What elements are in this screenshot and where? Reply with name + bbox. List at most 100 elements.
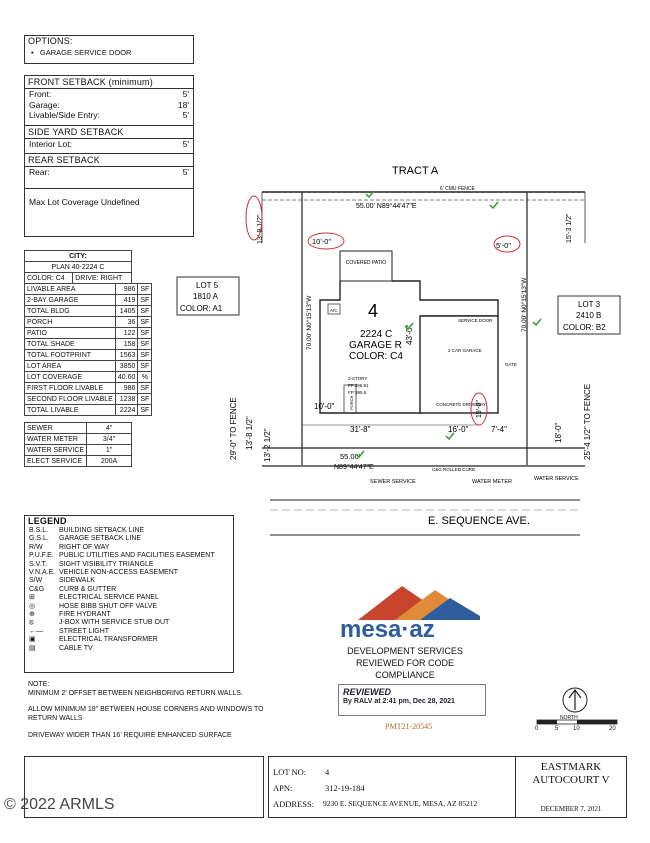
front-setback-rows: Front:5'Garage:18'Livable/Side Entry:5' [25, 89, 193, 121]
legend-key: ←— [29, 627, 43, 635]
north-label: NORTH [560, 715, 578, 721]
legend-row: S.V.T.SIGHT VISIBILITY TRIANGLE [25, 561, 233, 569]
title-block-left [24, 756, 264, 818]
garage-label: GARAGE R [349, 340, 402, 351]
legend-row: ⊕FIRE HYDRANT [25, 611, 233, 619]
dim-10-bottom: 10'-0" [314, 402, 335, 411]
lot3-line3: COLOR: B2 [563, 323, 606, 332]
notes-title: NOTE: [28, 681, 50, 688]
legend-row: B.S.L.BUILDING SETBACK LINE [25, 527, 233, 535]
legend-row: ⦻J-BOX WITH SERVICE STUB OUT [25, 619, 233, 627]
water-service-label: WATER SERVICE [534, 476, 579, 482]
legend-value: PUBLIC UTILITIES AND FACILITIES EASEMENT [59, 552, 215, 560]
ff-label-2: FP:395.6 [348, 390, 367, 395]
scale-5: 5 [555, 726, 559, 732]
stats-unit: SF [137, 382, 153, 394]
legend-key: P.U.F.E. [29, 552, 54, 560]
front-setback-value: 5' [182, 110, 189, 120]
service-door-label: SERVICE DOOR [458, 318, 493, 323]
water-meter-label: WATER METER [472, 479, 512, 485]
legend-key: C&G [29, 585, 45, 593]
front-setback-value: 18' [177, 99, 189, 110]
legend-key: ▤ [29, 644, 36, 652]
legend-value: BUILDING SETBACK LINE [59, 527, 145, 534]
front-setback-row: Front:5' [25, 89, 193, 100]
mesa-logo-text: mesa·az [340, 616, 435, 643]
lot5-line1: LOT 5 [196, 281, 219, 290]
legend-row: ⊞ELECTRICAL SERVICE PANEL [25, 594, 233, 602]
scale-20: 20 [609, 726, 616, 732]
title-block-info: LOT NO: 4 APN: 312-19-184 ADDRESS: 9230 … [268, 756, 517, 818]
legend-value: ELECTRICAL SERVICE PANEL [59, 594, 159, 602]
lot4-color: COLOR: C4 [349, 351, 403, 362]
stamp-line-2: REVIEWED FOR CODE [355, 658, 454, 668]
ff-label-1: FF:396.81 [348, 383, 369, 388]
reviewed-box: REVIEWED By RALV at 2:41 pm, Dec 28, 202… [338, 684, 486, 716]
legend-title: LEGEND [28, 516, 67, 526]
legend-value: RIGHT OF WAY [59, 543, 110, 551]
address-label: ADDRESS: [273, 799, 315, 809]
side-setback-value: 5' [182, 138, 189, 149]
legend-value: CURB & GUTTER [59, 585, 117, 593]
stats-unit: SF [137, 305, 153, 317]
dim-13-2: 13'-2 1/2" [263, 428, 272, 462]
rear-setback-label: Rear: [29, 167, 50, 177]
legend-key: S/W [29, 577, 43, 585]
dim-5-top: 5'-0" [496, 241, 511, 250]
lot4-number: 4 [368, 301, 378, 321]
dim-25-4: 25'-4 1/2" TO FENCE [583, 384, 592, 460]
tract-label: TRACT A [392, 165, 439, 177]
legend-row: P.U.F.E. PUBLIC UTILITIES AND FACILITIES … [25, 552, 233, 560]
legend-row: ▣ ELECTRICAL TRANSFORMER [25, 636, 233, 644]
rear-setback-row: Rear:5' [25, 167, 193, 178]
dim-13-8: 13'-8 1/2" [245, 416, 254, 450]
front-setback-label: Front: [29, 89, 52, 99]
legend-key: V.N.A.E. [29, 569, 56, 577]
legend-key: ▣ [29, 636, 36, 644]
front-setback-row: Garage: 18' [25, 100, 193, 111]
top-dimension: 55.00' N89°44'47"E [356, 202, 417, 210]
legend-row: V.N.A.E.VEHICLE NON-ACCESS EASEMENT [25, 569, 233, 577]
front-setback-title: FRONT SETBACK (minimum) [25, 76, 193, 89]
options-box: OPTIONS: • GARAGE SERVICE DOOR [24, 35, 194, 64]
legend-value: STREET LIGHT [59, 627, 110, 635]
permit-number: PMT21-20545 [385, 722, 433, 731]
rear-setback-rows: Rear:5' [25, 167, 193, 178]
legend-value: ELECTRICAL TRANSFORMER [59, 636, 158, 644]
side-setback-label: Interior Lot: [29, 138, 72, 149]
dim-31-8: 31'-8" [350, 425, 371, 434]
lot-no-value: 4 [325, 767, 330, 777]
stats-unit: SF [137, 404, 153, 416]
legend-value: VEHICLE NON-ACCESS EASEMENT [59, 569, 179, 577]
stats-unit: SF [137, 349, 153, 361]
concrete-driveway-label: CONCRETE DRIVEWAY [436, 402, 486, 407]
fence-label-top: 6' CMU FENCE [440, 186, 476, 192]
dim-10-top: 10'-0" [312, 237, 331, 246]
legend-row: G.S.L.GARAGE SETBACK LINE [25, 535, 233, 543]
right-lot-line-label: 70.00' N0°15'13"W [520, 277, 528, 332]
coverage-note: Max Lot Coverage Undefined [25, 187, 193, 207]
legend-value: GARAGE SETBACK LINE [59, 535, 142, 543]
reviewed-by: By RALV at 2:41 pm, Dec 28, 2021 [343, 698, 455, 705]
project-name-1: EASTMARK [540, 761, 602, 773]
lot5-line3: COLOR: A1 [180, 304, 223, 313]
note-line-3: DRIVEWAY WIDER THAN 16' REQUIRE ENHANCED… [28, 732, 232, 739]
front-setback-label: Garage: [29, 99, 60, 110]
note-line-2: ALLOW MINIMUM 18" BETWEEN HOUSE CORNERS … [28, 706, 264, 722]
left-lot-line-label: 70.00' N0°15'13"W [305, 295, 313, 350]
dim-19: 19'-0" [476, 400, 483, 418]
reviewed-title: REVIEWED [343, 687, 392, 697]
legend-key: ⊕ [29, 611, 35, 619]
